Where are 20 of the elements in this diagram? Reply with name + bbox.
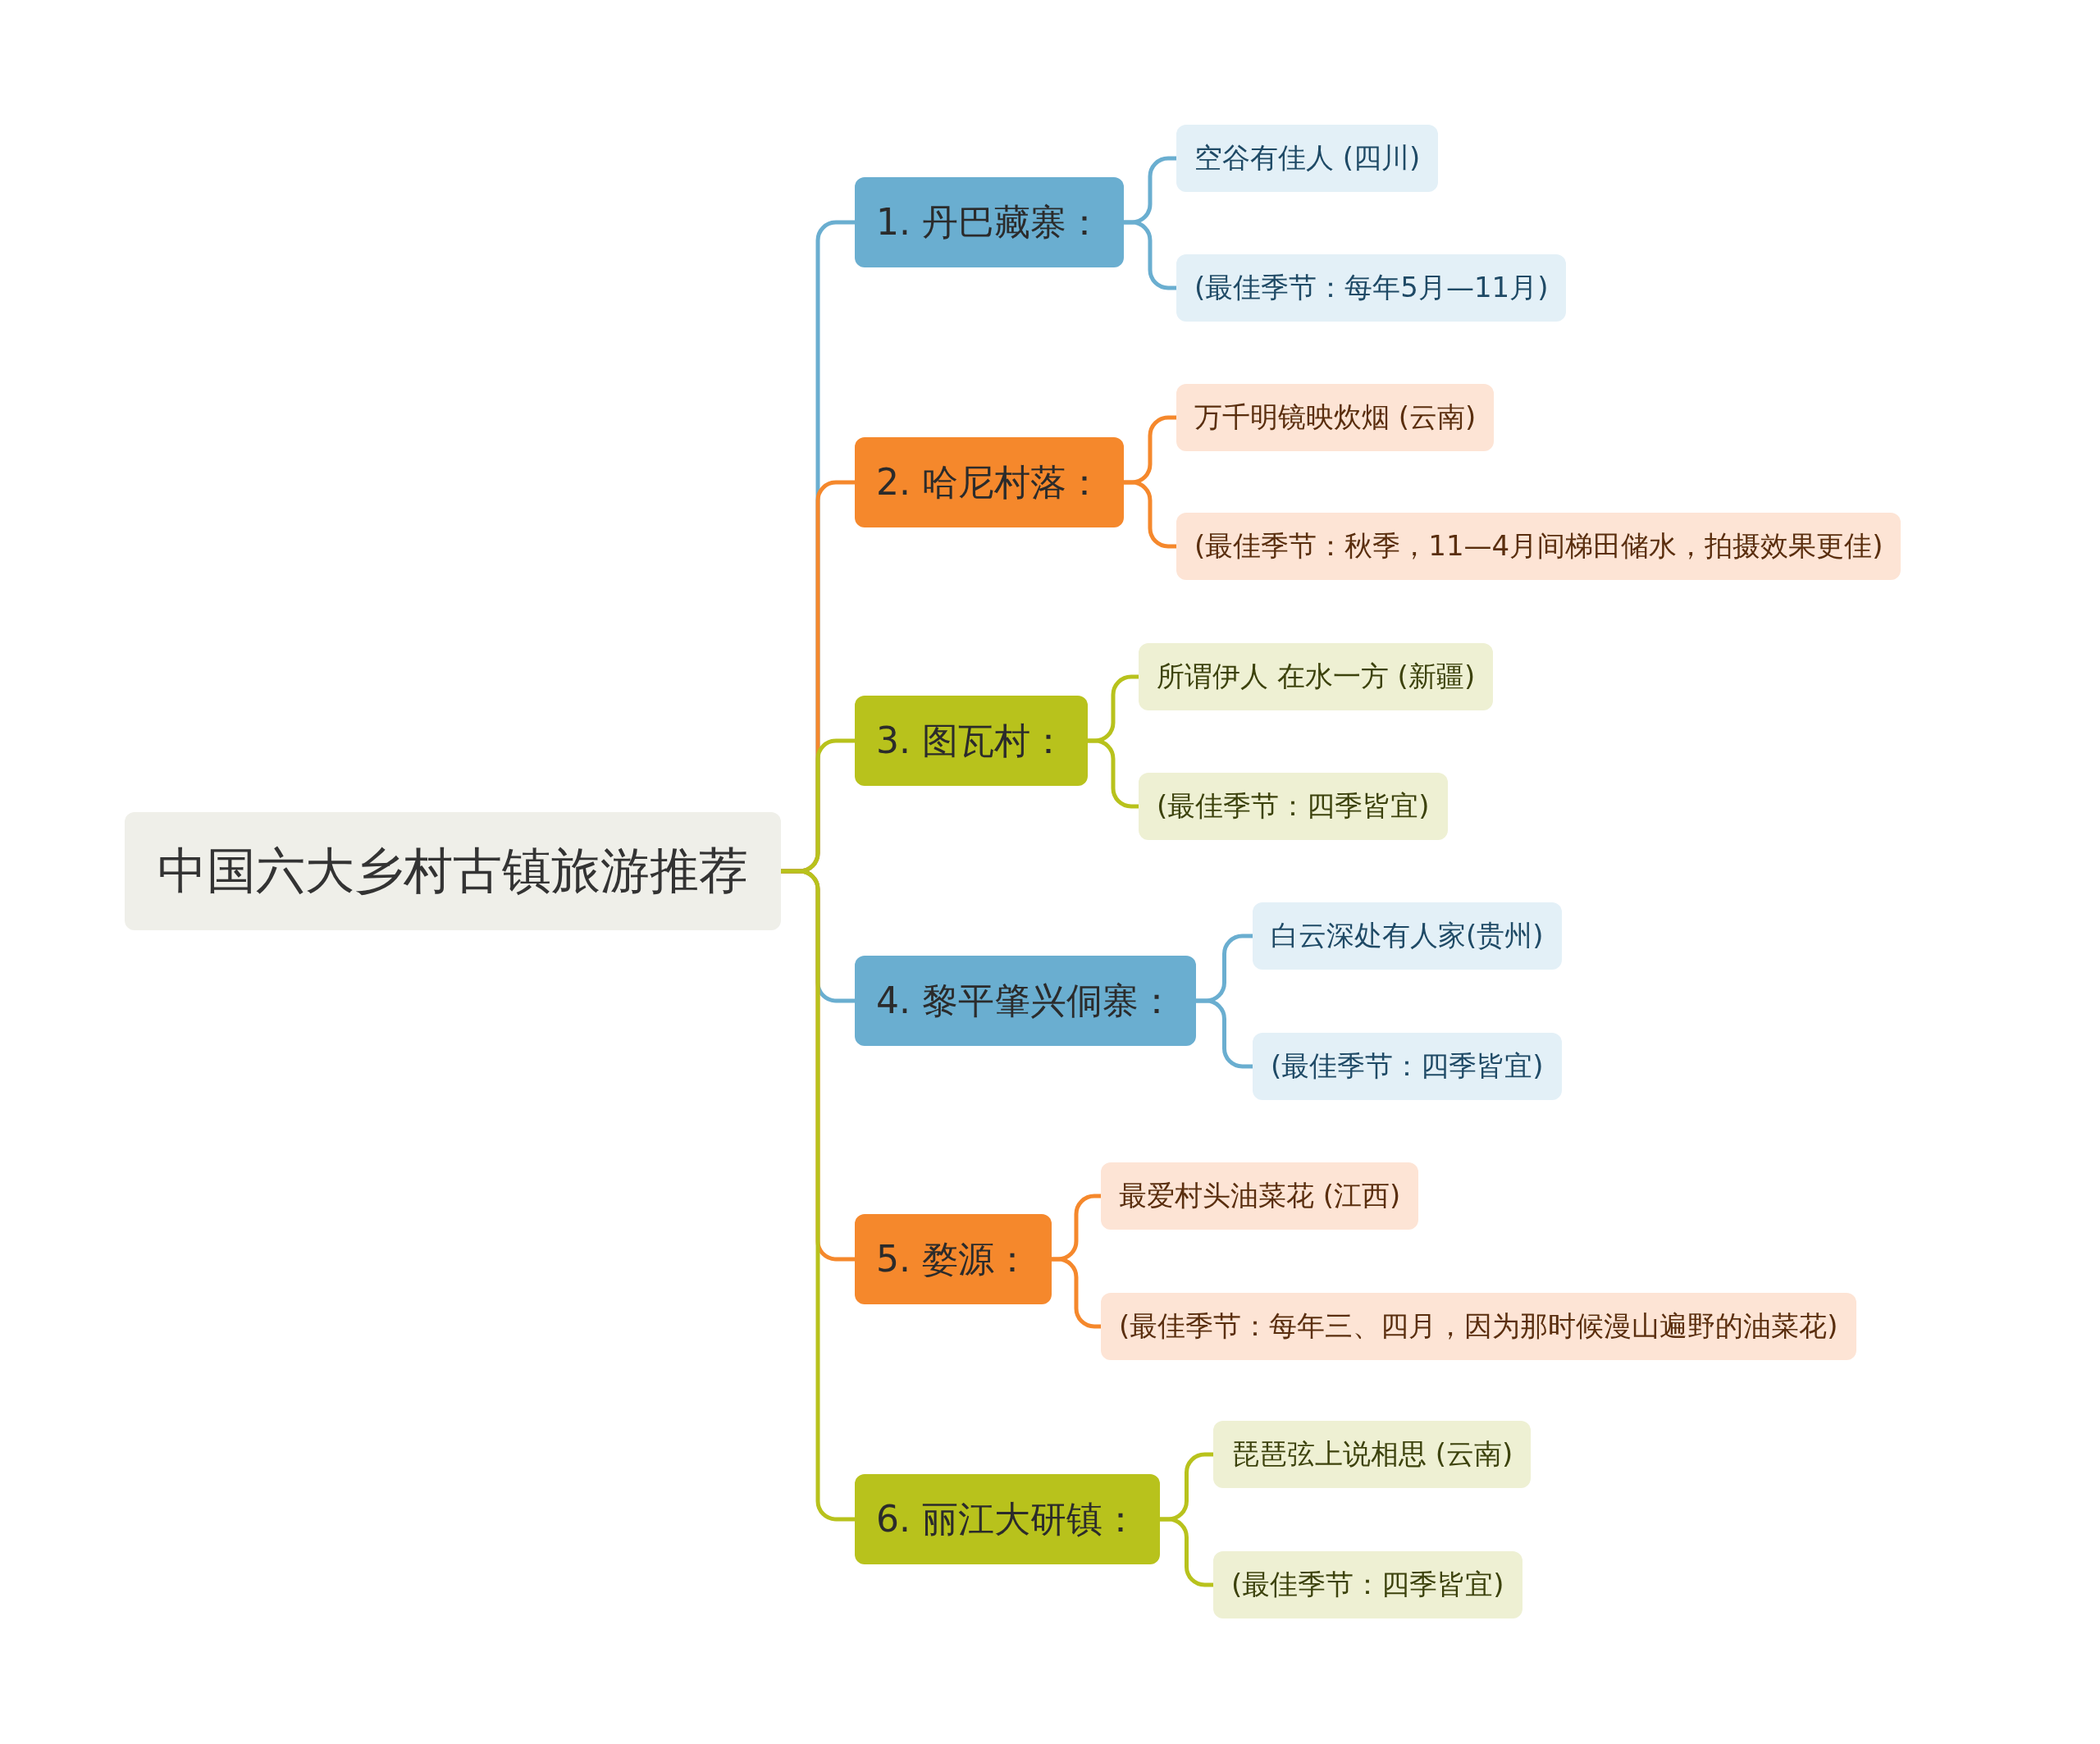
- subtopic: (最佳季节：秋季，11—4月间梯田储水，拍摄效果更佳): [1176, 513, 1901, 580]
- subtopic: (最佳季节：每年5月—11月): [1176, 254, 1567, 322]
- branch-topic: 1. 丹巴藏寨：: [855, 177, 1124, 267]
- branch-topic: 3. 图瓦村：: [855, 696, 1088, 786]
- subtopic: 白云深处有人家(贵州): [1253, 902, 1562, 970]
- subtopic: 万千明镜映炊烟 (云南): [1176, 384, 1495, 451]
- subtopic: 最爱村头油菜花 (江西): [1101, 1162, 1419, 1230]
- branch-topic: 2. 哈尼村落：: [855, 437, 1124, 527]
- subtopic: (最佳季节：每年三、四月，因为那时候漫山遍野的油菜花): [1101, 1293, 1856, 1360]
- central-topic: 中国六大乡村古镇旅游推荐: [125, 812, 781, 930]
- subtopic: 空谷有佳人 (四川): [1176, 125, 1439, 192]
- subtopic: 所谓伊人 在水一方 (新疆): [1139, 643, 1494, 710]
- branch-topic: 6. 丽江大研镇：: [855, 1474, 1160, 1564]
- connector-line: [781, 869, 855, 1522]
- subtopic: 琵琶弦上说相思 (云南): [1213, 1421, 1532, 1488]
- branch-topic: 5. 婺源：: [855, 1214, 1052, 1304]
- subtopic: (最佳季节：四季皆宜): [1253, 1033, 1562, 1100]
- subtopic: (最佳季节：四季皆宜): [1213, 1551, 1522, 1618]
- subtopic: (最佳季节：四季皆宜): [1139, 773, 1448, 840]
- branch-topic: 4. 黎平肇兴侗寨：: [855, 956, 1196, 1046]
